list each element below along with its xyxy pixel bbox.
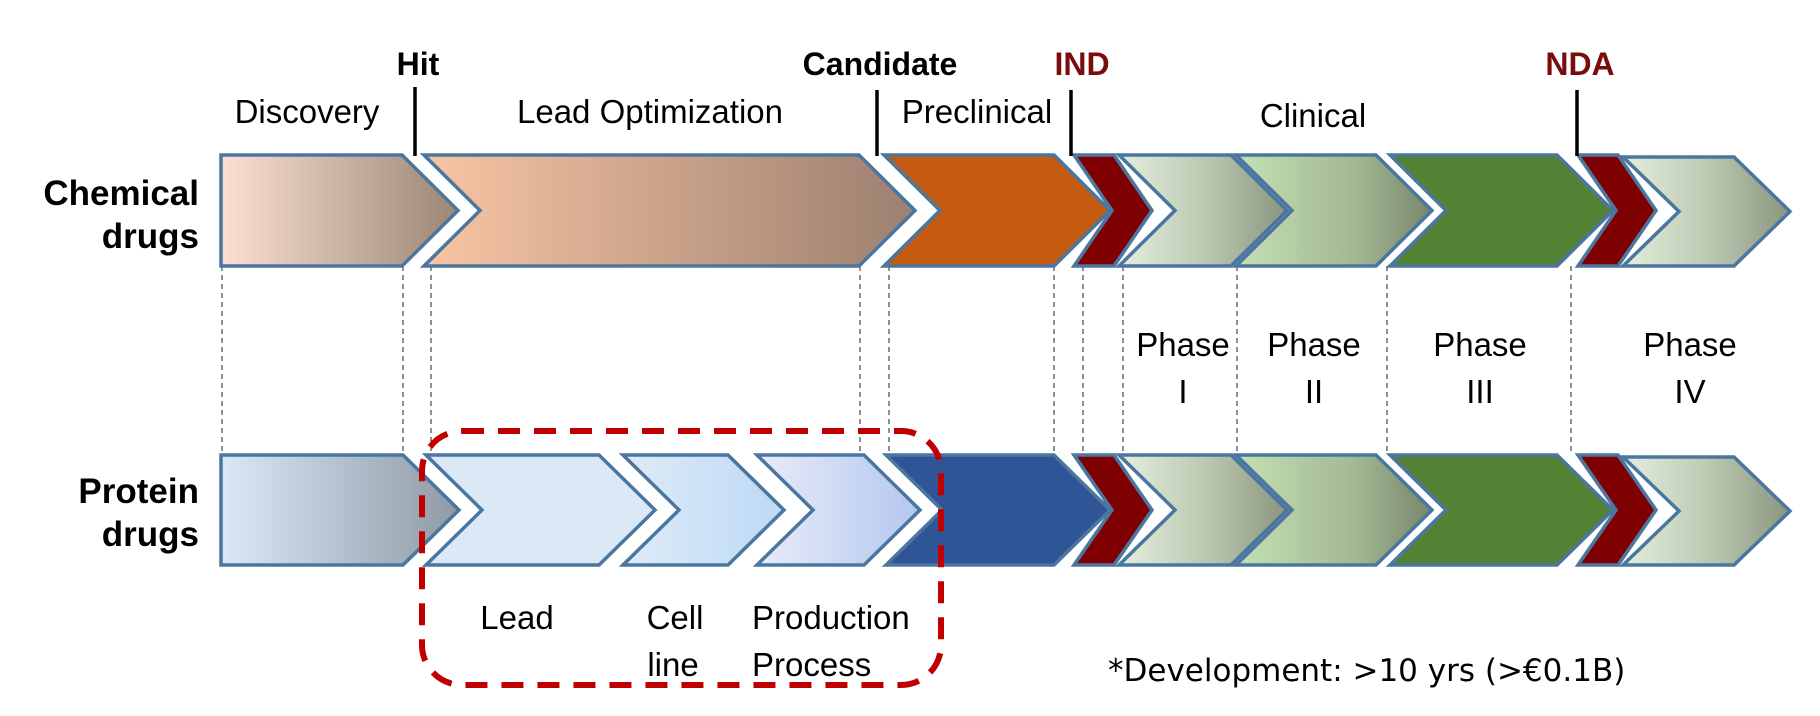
stage-lead-optimization: Lead Optimization bbox=[517, 93, 783, 130]
milestone-ind: IND bbox=[1054, 46, 1109, 82]
row-label-protein: Protein bbox=[78, 472, 199, 511]
phase-2-number: II bbox=[1305, 373, 1323, 410]
protein-nda-arrow bbox=[1574, 453, 1659, 567]
phase-2-label: Phase bbox=[1267, 326, 1361, 363]
phase-3-number: III bbox=[1466, 373, 1494, 410]
protein-specific-steps-highlight bbox=[419, 428, 944, 688]
chem-nda-arrow bbox=[1574, 153, 1659, 268]
milestone-candidate: Candidate bbox=[803, 46, 958, 82]
stage-discovery: Discovery bbox=[235, 93, 380, 130]
substep-lead: Lead bbox=[480, 599, 553, 636]
substep-production-process-2: Process bbox=[752, 646, 871, 683]
chem-lead-optimization-arrow bbox=[419, 153, 918, 268]
development-footnote: *Development: >10 yrs (>€0.1B) bbox=[1108, 653, 1625, 689]
protein-phase4-arrow bbox=[1618, 455, 1793, 567]
substep-cell-line-2: line bbox=[647, 646, 698, 683]
phase-4-number: IV bbox=[1674, 373, 1705, 410]
row-label-protein-line2: drugs bbox=[102, 515, 199, 554]
stage-clinical: Clinical bbox=[1260, 97, 1366, 134]
protein-ind-arrow bbox=[1070, 453, 1155, 567]
phase-1-number: I bbox=[1178, 373, 1187, 410]
protein-phase3-arrow bbox=[1385, 453, 1616, 567]
chem-phase4-arrow bbox=[1618, 155, 1793, 268]
chem-phase3-arrow bbox=[1385, 153, 1616, 268]
chemical-drugs-pipeline bbox=[219, 153, 1793, 268]
substep-production-process: Production bbox=[752, 599, 910, 636]
chem-phase2-arrow bbox=[1231, 153, 1435, 268]
substep-cell-line: Cell bbox=[647, 599, 704, 636]
protein-phase2-arrow bbox=[1231, 453, 1435, 567]
milestone-hit: Hit bbox=[397, 46, 440, 82]
milestone-nda: NDA bbox=[1545, 46, 1614, 82]
protein-drugs-pipeline bbox=[219, 453, 1793, 567]
row-label-chemical-line2: drugs bbox=[102, 217, 199, 256]
chem-preclinical-arrow bbox=[879, 153, 1113, 268]
protein-production-process-arrow bbox=[752, 453, 923, 567]
phase-4-label: Phase bbox=[1643, 326, 1737, 363]
chem-ind-arrow bbox=[1070, 153, 1155, 268]
stage-preclinical: Preclinical bbox=[902, 93, 1052, 130]
row-label-chemical: Chemical bbox=[43, 174, 199, 213]
protein-phase1-arrow bbox=[1114, 453, 1290, 567]
protein-discovery-arrow bbox=[219, 453, 462, 567]
chem-discovery-arrow bbox=[219, 153, 461, 268]
protein-cell-line-arrow bbox=[618, 453, 787, 567]
protein-lead-arrow bbox=[421, 453, 658, 567]
chem-phase1-arrow bbox=[1114, 153, 1290, 268]
stage-connectors bbox=[221, 266, 1572, 455]
phase-3-label: Phase bbox=[1433, 326, 1527, 363]
phase-1-label: Phase bbox=[1136, 326, 1230, 363]
